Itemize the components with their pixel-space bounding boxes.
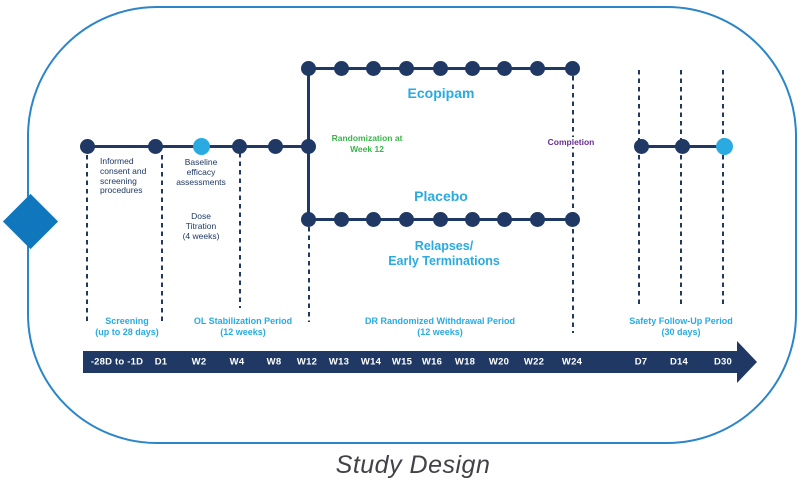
dashed-separator	[161, 155, 163, 322]
period-label: Safety Follow-Up Period(30 days)	[629, 316, 733, 338]
visit-dot	[365, 211, 381, 227]
visit-dot	[464, 60, 480, 76]
period-duration: (30 days)	[661, 327, 701, 337]
period-name: OL Stabilization Period	[193, 316, 293, 326]
period-name: Safety Follow-Up Period	[629, 316, 733, 326]
timeline-arrowhead	[737, 341, 757, 383]
timeline-tick-label: -28D to -1D	[90, 356, 144, 368]
timeline-bar	[83, 351, 737, 373]
visit-dot	[432, 60, 448, 76]
timeline-tick-label: W12	[296, 356, 318, 368]
visit-dot	[267, 138, 283, 154]
visit-dot	[564, 211, 580, 227]
timeline-tick-label: D1	[154, 356, 168, 368]
dashed-separator	[239, 153, 241, 308]
timeline-tick-label: W20	[488, 356, 510, 368]
period-label: DR Randomized Withdrawal Period(12 weeks…	[365, 316, 515, 338]
visit-dot	[333, 60, 349, 76]
placebo-label: Placebo	[414, 188, 468, 204]
period-duration: (12 weeks)	[417, 327, 463, 337]
ecopipam-label: Ecopipam	[407, 85, 475, 101]
visit-dot	[674, 138, 690, 154]
visit-dot	[365, 60, 381, 76]
period-name: Screening	[105, 316, 149, 326]
visit-dot	[333, 211, 349, 227]
visit-dot	[496, 211, 512, 227]
timeline-tick-label: W4	[229, 356, 245, 368]
visit-dot	[564, 60, 580, 76]
dashed-separator	[308, 227, 310, 322]
visit-dot	[300, 211, 316, 227]
period-duration: (up to 28 days)	[95, 327, 159, 337]
visit-dot	[464, 211, 480, 227]
period-label: OL Stabilization Period(12 weeks)	[194, 316, 292, 338]
period-label: Screening(up to 28 days)	[95, 316, 159, 338]
timeline-tick-label: W24	[561, 356, 583, 368]
dashed-separator	[680, 70, 682, 304]
period-name: DR Randomized Withdrawal Period	[365, 316, 515, 326]
dashed-separator	[572, 76, 574, 333]
dashed-separator	[638, 70, 640, 304]
timeline-tick-label: D30	[713, 356, 733, 368]
visit-dot	[432, 211, 448, 227]
highlighted-visit-dot	[715, 137, 733, 155]
timeline-tick-label: W18	[454, 356, 476, 368]
visit-dot	[79, 138, 95, 154]
period-duration: (12 weeks)	[220, 327, 266, 337]
visit-dot	[398, 60, 414, 76]
visit-dot	[300, 138, 316, 154]
timeline-tick-label: W2	[191, 356, 207, 368]
timeline-tick-label: D7	[634, 356, 648, 368]
dashed-separator	[86, 155, 88, 322]
highlighted-visit-dot	[192, 137, 210, 155]
visit-dot	[147, 138, 163, 154]
dashed-separator	[722, 70, 724, 304]
visit-dot	[398, 211, 414, 227]
relapses-label: Relapses/Early Terminations	[388, 239, 500, 268]
visit-dot	[496, 60, 512, 76]
timeline-tick-label: W15	[391, 356, 413, 368]
visit-dot	[633, 138, 649, 154]
diagram-title: Study Design	[335, 451, 491, 479]
visit-dot	[300, 60, 316, 76]
timeline-tick-label: W8	[266, 356, 282, 368]
timeline-tick-label: D14	[669, 356, 689, 368]
timeline-tick-label: W13	[328, 356, 350, 368]
visit-dot	[529, 60, 545, 76]
timeline-tick-label: W22	[523, 356, 545, 368]
visit-dot	[529, 211, 545, 227]
timeline-tick-label: W14	[360, 356, 382, 368]
timeline-tick-label: W16	[421, 356, 443, 368]
visit-dot	[231, 138, 247, 154]
completion-label: Completion	[544, 137, 598, 147]
